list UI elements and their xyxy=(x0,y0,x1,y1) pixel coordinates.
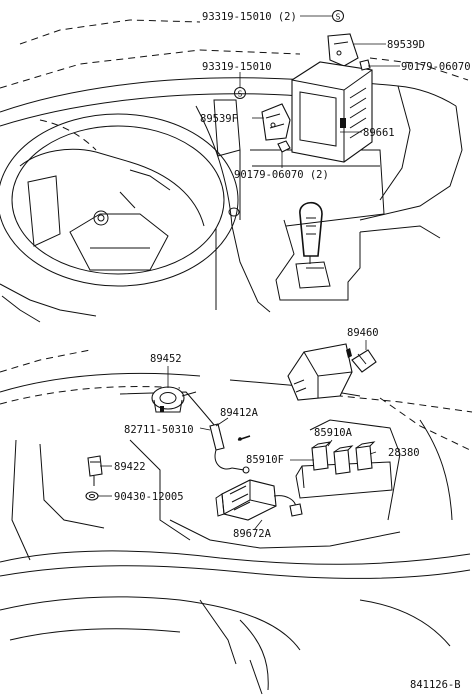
label-sensor-452: 89452 xyxy=(150,353,182,365)
label-sensor-422: 89422 xyxy=(114,461,146,473)
actuator-89672a xyxy=(215,479,303,521)
sensor-89422 xyxy=(87,455,103,486)
lower-leaders xyxy=(98,340,377,531)
label-nut-right: 90179-06070 xyxy=(401,61,471,73)
upper-leaders xyxy=(239,15,400,168)
label-screw-mid: 93319-15010 xyxy=(202,61,272,73)
label-washer: 90430-12005 xyxy=(114,491,184,503)
label-relay-283: 28380 xyxy=(388,447,420,459)
label-relay-unit: 89460 xyxy=(347,327,379,339)
label-relay-910a: 85910A xyxy=(314,427,353,439)
label-clamp: 82711-50310 xyxy=(124,424,194,436)
relay-unit-89460 xyxy=(287,343,377,401)
part-labels: 93319-15010 (2) 89539D 93319-15010 90179… xyxy=(114,11,471,691)
sensor-89412a xyxy=(209,423,251,474)
screw-symbol-top: S xyxy=(332,10,344,22)
label-actuator: 89672A xyxy=(233,528,272,540)
svg-text:S: S xyxy=(336,13,341,22)
label-screw-top: 93319-15010 (2) xyxy=(202,11,297,23)
label-sensor-412a: 89412A xyxy=(220,407,259,419)
engine-bay-outline xyxy=(0,349,473,695)
washer-90430 xyxy=(85,491,99,501)
ecu-assembly xyxy=(261,33,373,163)
screw-symbol-mid: S xyxy=(234,87,246,99)
svg-text:S: S xyxy=(238,90,243,99)
label-nut-bottom: 90179-06070 (2) xyxy=(234,169,329,181)
dashboard-outline xyxy=(0,19,469,323)
sensor-89452 xyxy=(151,386,197,413)
relay-block xyxy=(295,441,393,499)
figure-code: 841126-B xyxy=(410,679,461,691)
label-relay-910f: 85910F xyxy=(246,454,284,466)
label-bracket-f: 89539F xyxy=(200,113,238,125)
label-bracket-d: 89539D xyxy=(387,39,425,51)
label-ecu: 89661 xyxy=(363,127,395,139)
